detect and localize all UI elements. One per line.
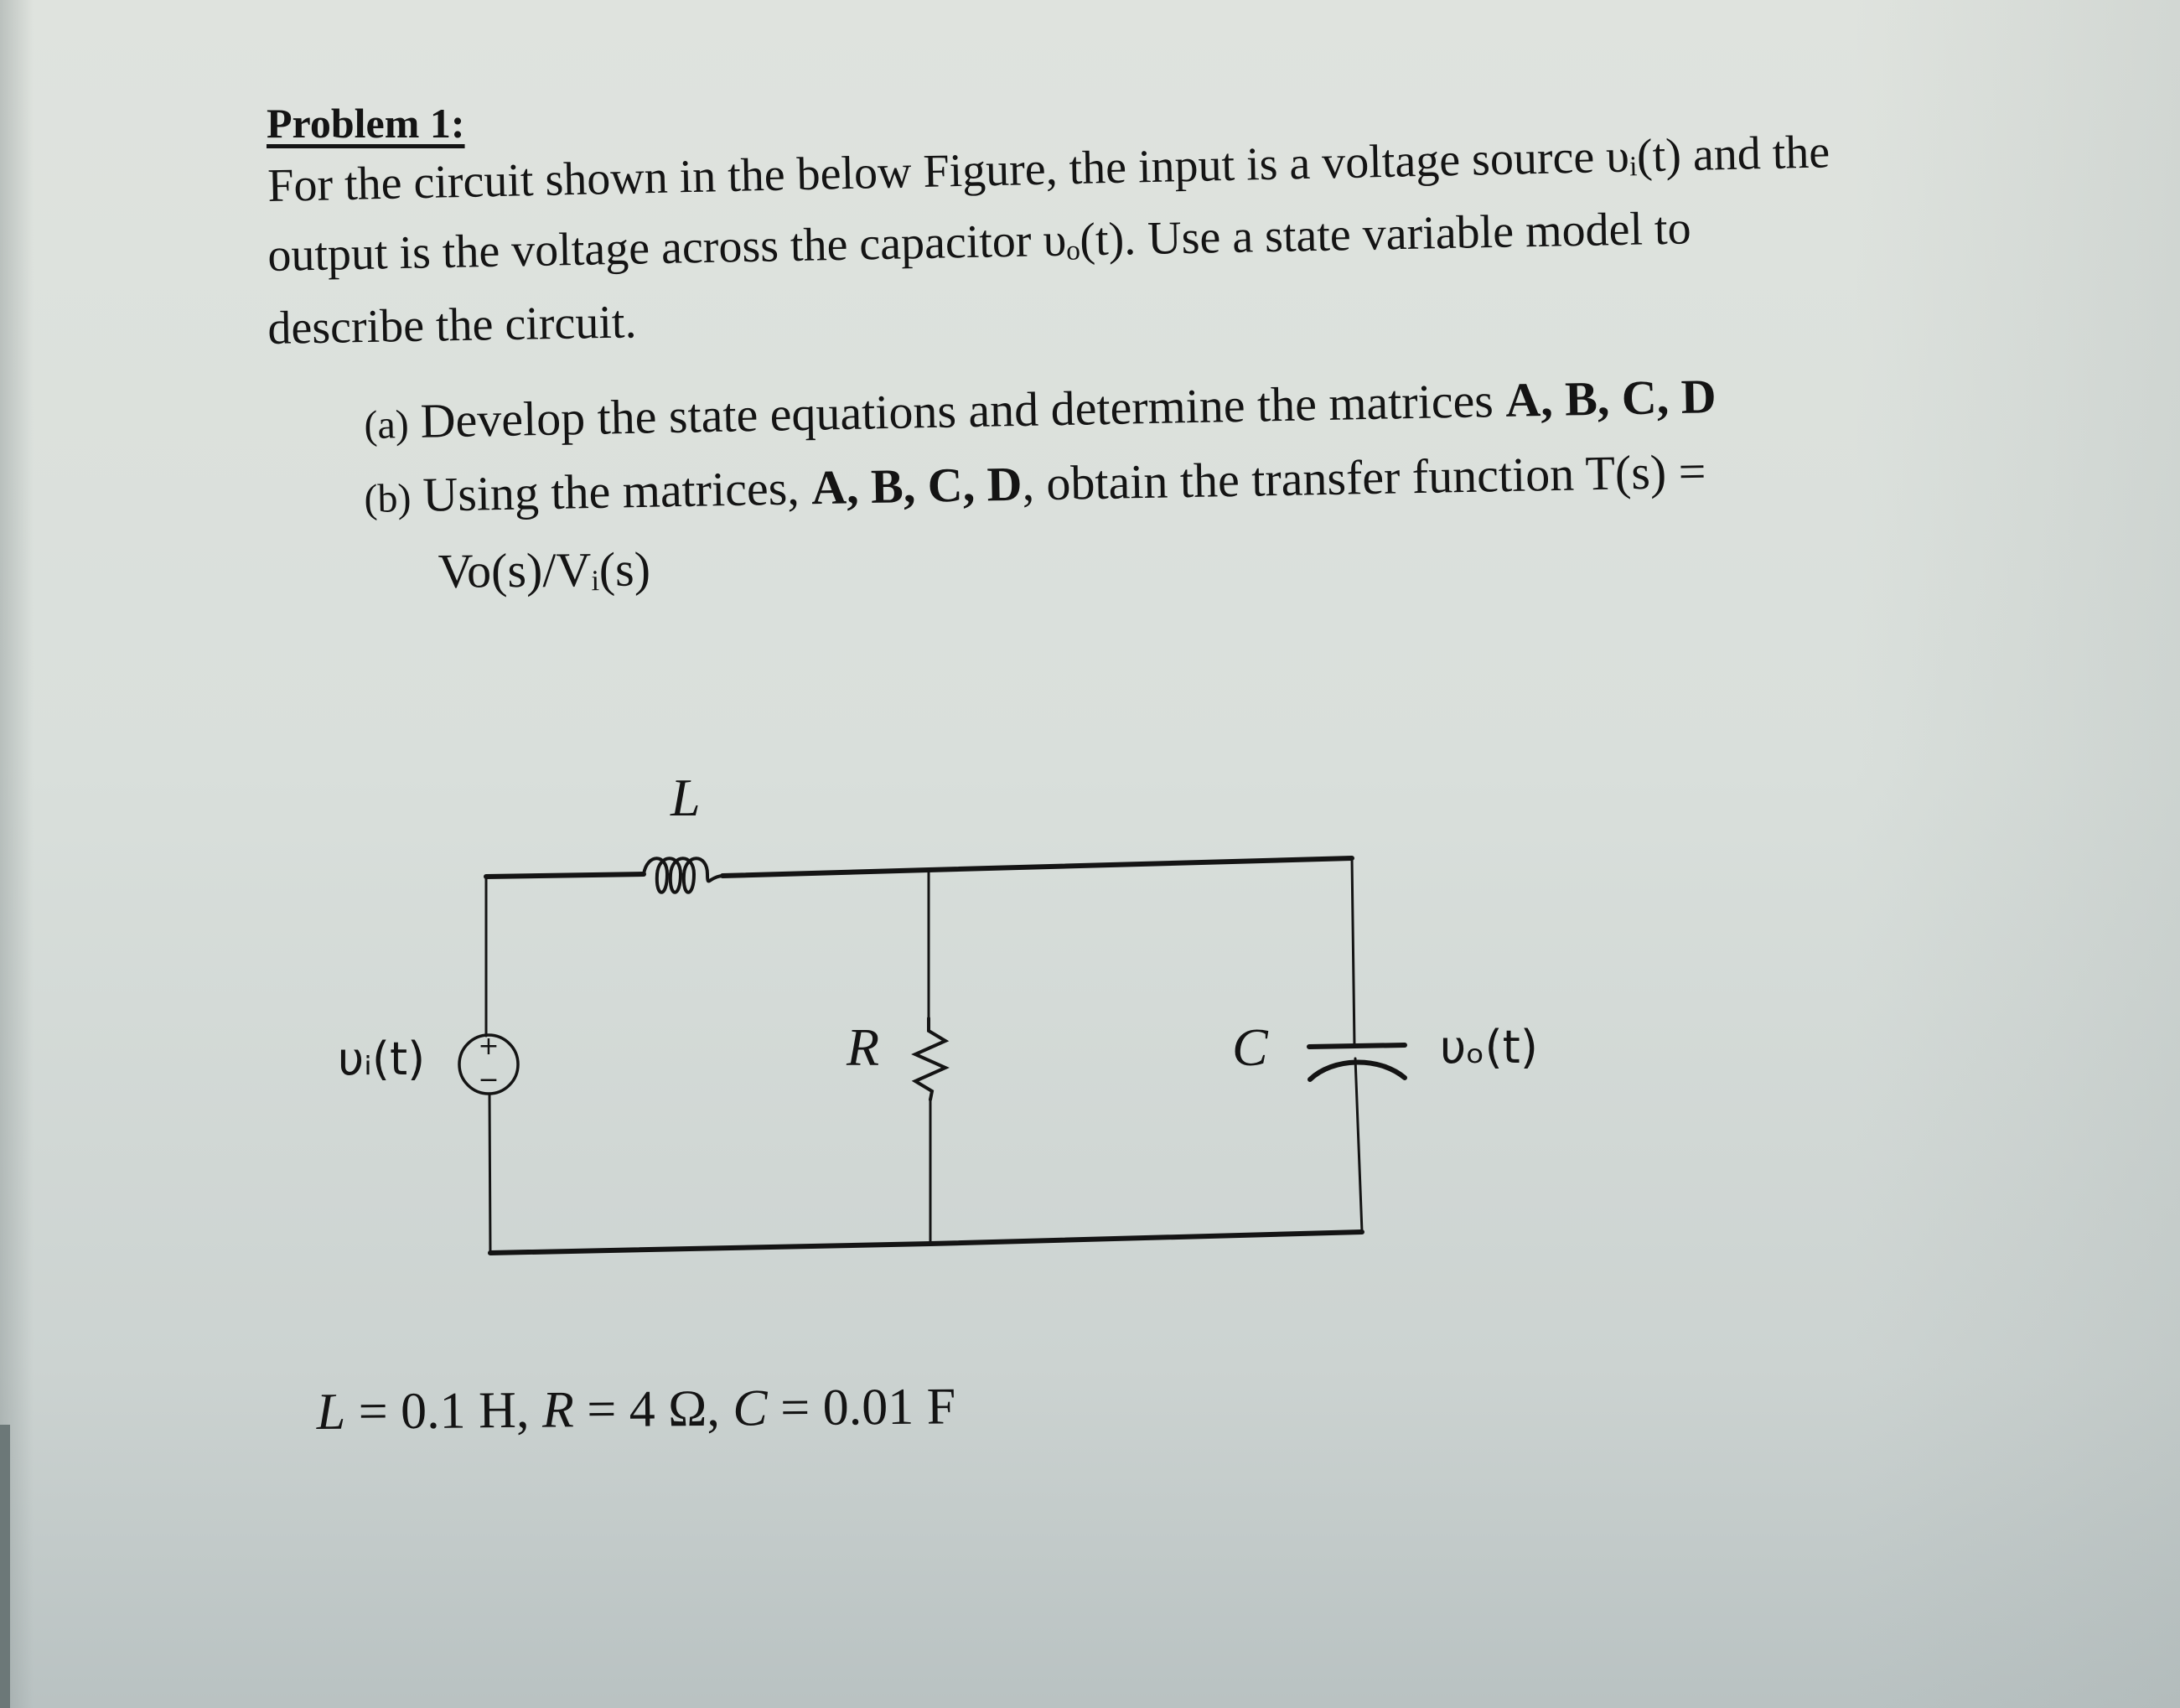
output-voltage-label: υₒ(t) bbox=[1440, 1021, 1538, 1074]
wire-bottom bbox=[488, 1229, 1364, 1255]
value-L-symbol: L bbox=[316, 1383, 346, 1441]
wire-top-left bbox=[484, 872, 646, 879]
source-minus-sign: − bbox=[478, 1065, 499, 1095]
page-edge bbox=[0, 1425, 10, 1708]
value-L: = 0.1 H, bbox=[344, 1381, 543, 1441]
inductor-icon bbox=[642, 857, 724, 894]
value-C: = 0.01 F bbox=[767, 1378, 956, 1437]
source-plus-sign: + bbox=[478, 1032, 499, 1061]
value-C-symbol: C bbox=[733, 1379, 768, 1437]
wire-left-lower bbox=[488, 1092, 492, 1255]
resistor-label: R bbox=[847, 1017, 880, 1077]
problem-heading: Problem 1: bbox=[267, 100, 465, 147]
wire-capacitor-upper bbox=[1350, 857, 1356, 1048]
input-voltage-label: υᵢ(t) bbox=[338, 1033, 426, 1085]
component-values: L = 0.1 H, R = 4 Ω, C = 0.01 F bbox=[316, 1377, 955, 1442]
value-R: = 4 Ω, bbox=[573, 1379, 733, 1439]
value-R-symbol: R bbox=[541, 1381, 575, 1439]
wire-capacitor-lower bbox=[1354, 1057, 1364, 1234]
resistor-icon bbox=[911, 1017, 950, 1101]
inductor-label: L bbox=[671, 768, 701, 827]
capacitor-label: C bbox=[1232, 1017, 1268, 1077]
wire-top-right bbox=[720, 856, 1354, 878]
